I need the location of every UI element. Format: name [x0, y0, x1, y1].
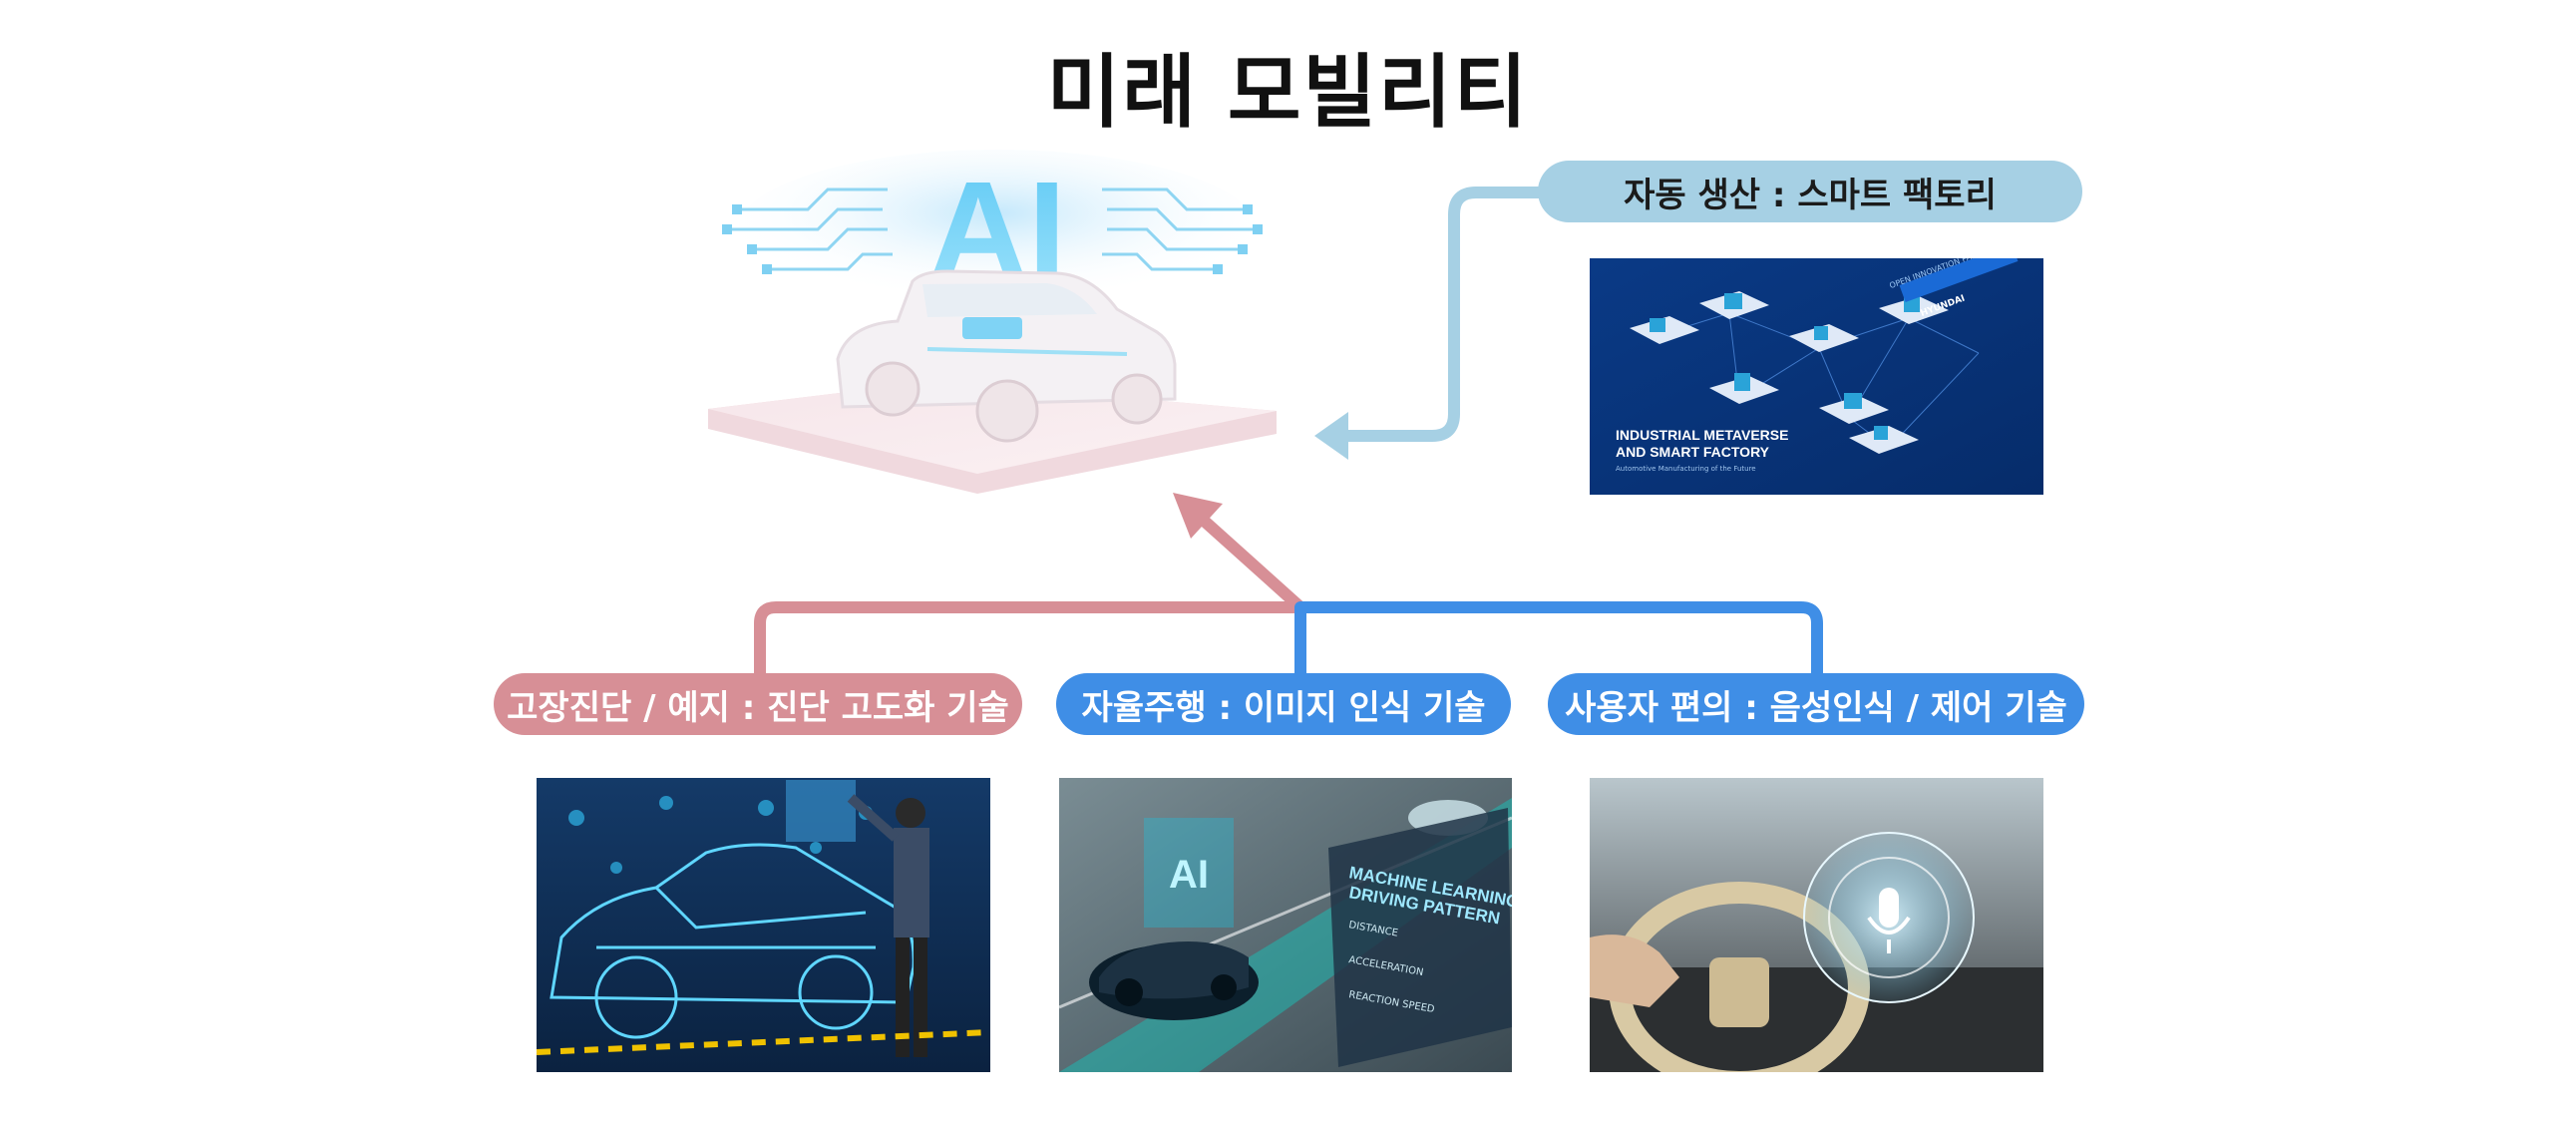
transparent-car-icon: [836, 269, 1177, 443]
autonomous-driving-label: 자율주행 : 이미지 인식 기술: [1056, 673, 1511, 735]
factory-image-subtitle: Automotive Manufacturing of the Future: [1616, 465, 1756, 473]
factory-image-title-2: AND SMART FACTORY: [1616, 444, 1770, 460]
circuit-lines: [728, 187, 1257, 271]
factory-image-title-1: INDUSTRIAL METAVERSE: [1616, 427, 1788, 443]
smart-factory-image: OPEN INNOVATION PARTNERSHIP HYUNDAI INDU…: [1590, 258, 2043, 495]
microphone-icon: [1867, 888, 1911, 953]
engineer-figure: [847, 794, 929, 1057]
diagnosis-connector: [754, 601, 1300, 673]
user-convenience-label: 사용자 편의 : 음성인식 / 제어 기술: [1548, 673, 2084, 735]
page-title: 미래 모빌리티: [1046, 46, 1530, 139]
blue-connector: [1294, 601, 1823, 673]
diagnosis-label: 고장진단 / 예지 : 진단 고도화 기술: [494, 673, 1022, 735]
autonomous-driving-image: AI MACHINE LEARNING DRIVING PATTERN DIST…: [1059, 778, 1512, 1072]
auto-ai-badge: AI: [1169, 853, 1209, 897]
hero-arrow-shaft: [1188, 506, 1305, 612]
factory-arrowhead: [1314, 412, 1348, 460]
voice-control-image: [1590, 778, 2043, 1072]
diagnosis-image: [537, 778, 990, 1072]
smart-factory-label: 자동 생산 : 스마트 팩토리: [1538, 161, 2082, 222]
ai-car-illustration: AI: [698, 150, 1296, 504]
ml-info-panel: MACHINE LEARNING DRIVING PATTERN DISTANC…: [1328, 808, 1512, 1067]
factory-connector: [1336, 187, 1541, 442]
hero-arrowhead: [1173, 493, 1223, 539]
autonomous-car-icon: [1089, 941, 1259, 1020]
